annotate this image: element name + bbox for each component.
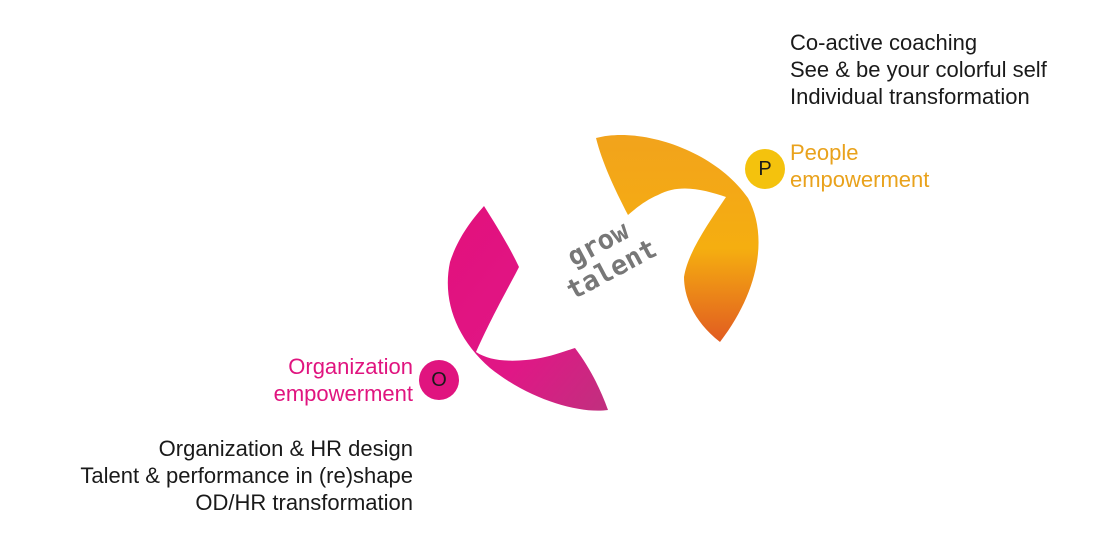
people-label-line2: empowerment bbox=[790, 167, 930, 192]
people-item: Individual transformation bbox=[790, 84, 1030, 109]
people-item: Co-active coaching bbox=[790, 30, 978, 55]
organization-badge-letter: O bbox=[431, 368, 447, 391]
people-badge-letter: P bbox=[758, 157, 772, 180]
people-arrow-shape bbox=[596, 134, 759, 342]
organization-badge: O bbox=[419, 360, 459, 400]
organization-label-line2: empowerment bbox=[273, 381, 413, 406]
organization-label-line1: Organization bbox=[288, 354, 413, 379]
organization-item: OD/HR transformation bbox=[195, 490, 413, 515]
organization-items-list: Organization & HR design Talent & perfor… bbox=[80, 435, 413, 516]
organization-label: Organization empowerment bbox=[274, 353, 413, 407]
organization-item: Talent & performance in (re)shape bbox=[80, 463, 413, 488]
people-items-list: Co-active coaching See & be your colorfu… bbox=[790, 29, 1047, 110]
people-item: See & be your colorful self bbox=[790, 57, 1047, 82]
organization-arrow-shape bbox=[447, 206, 608, 411]
people-label-line1: People bbox=[790, 140, 859, 165]
people-badge: P bbox=[745, 149, 785, 189]
organization-item: Organization & HR design bbox=[158, 436, 413, 461]
people-label: People empowerment bbox=[790, 139, 929, 193]
